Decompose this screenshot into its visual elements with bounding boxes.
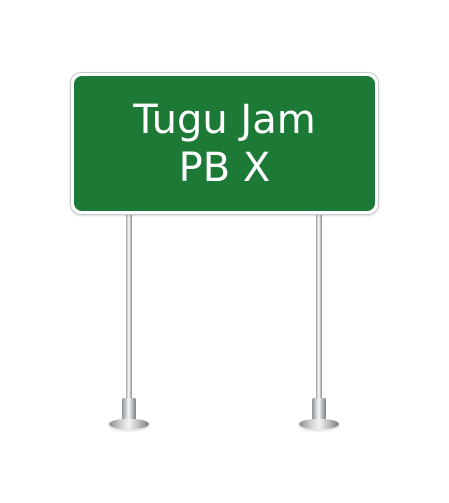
right-pole-base [299,419,339,429]
sign-line-2: PB X [178,144,271,191]
road-sign: Tugu Jam PB X [70,72,379,215]
left-pole-base [109,419,149,429]
right-pole-collar [312,398,326,420]
left-pole-collar [122,398,136,420]
right-pole [316,205,322,405]
left-pole [126,205,132,405]
road-sign-face: Tugu Jam PB X [74,76,375,211]
sign-line-1: Tugu Jam [133,96,316,143]
